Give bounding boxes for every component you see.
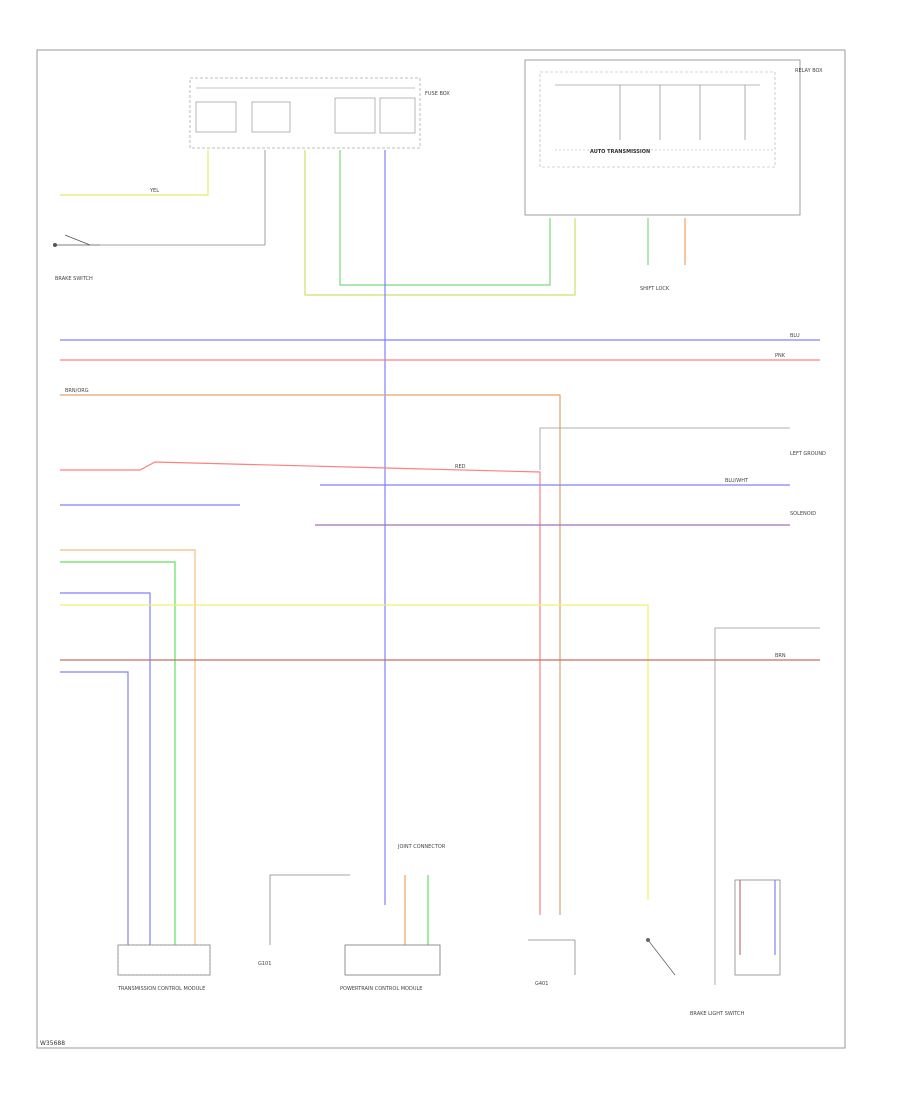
wire-yel-long xyxy=(60,604,649,900)
pcm-label: POWERTRAIN CONTROL MODULE xyxy=(340,986,422,992)
wire-label-brn: BRN xyxy=(775,653,786,659)
wire-brnorg xyxy=(60,394,561,915)
wire-yellow-top xyxy=(60,150,209,196)
wire-grey-right xyxy=(714,627,820,985)
shift-lock-label: SHIFT LOCK xyxy=(640,286,670,292)
brake-light-switch: BRAKE LIGHT SWITCH xyxy=(646,879,781,1017)
brake-switch-label: BRAKE SWITCH xyxy=(55,276,93,282)
ground-b-label: G401 xyxy=(535,981,548,987)
diagram-frame xyxy=(36,49,846,1049)
tcm-label: TRANSMISSION CONTROL MODULE xyxy=(117,986,205,992)
wire-wht-ground xyxy=(539,427,790,470)
left-ground-label: LEFT GROUND xyxy=(790,451,826,457)
pcm-connector: JOINT CONNECTOR POWERTRAIN CONTROL MODUL… xyxy=(340,844,446,992)
wire-blu-left2 xyxy=(60,671,129,945)
wire-label-yel-top: YEL xyxy=(149,188,159,194)
wire-grn-left xyxy=(60,561,176,945)
ground-a-label: G101 xyxy=(258,961,271,967)
wire-green-loop xyxy=(339,150,551,286)
wire-label-blu-bus: BLU xyxy=(790,333,800,339)
brake-switch: BRAKE SWITCH xyxy=(53,150,266,282)
wire-label-brnorg: BRN/ORG xyxy=(65,388,89,394)
fuse-box: FUSE BOX xyxy=(189,77,450,149)
auto-trans-label: AUTO TRANSMISSION xyxy=(590,149,650,155)
footer-code: W35688 xyxy=(40,1040,65,1047)
fuse-box-label: FUSE BOX xyxy=(425,91,450,97)
relay-box-label: RELAY BOX xyxy=(795,68,823,74)
wire-yelgrn-loop xyxy=(304,150,576,296)
wire-org-left xyxy=(60,549,196,945)
wire-red-mid xyxy=(60,461,541,915)
auto-trans-module: AUTO TRANSMISSION RELAY BOX xyxy=(524,59,823,216)
ground-b: G401 xyxy=(528,939,576,987)
solenoid-label: SOLENOID xyxy=(790,511,816,517)
tcm-connector: TRANSMISSION CONTROL MODULE xyxy=(117,944,211,992)
wire-label-pnk-bus: PNK xyxy=(775,353,786,359)
joint-connector-label: JOINT CONNECTOR xyxy=(397,844,446,850)
wire-label-red: RED xyxy=(455,464,466,470)
wire-label-bluwht: BLU/WHT xyxy=(725,478,749,484)
brake-light-switch-label: BRAKE LIGHT SWITCH xyxy=(690,1011,745,1017)
wire-blu-left xyxy=(60,592,151,945)
joint-connector: G101 xyxy=(258,874,350,967)
